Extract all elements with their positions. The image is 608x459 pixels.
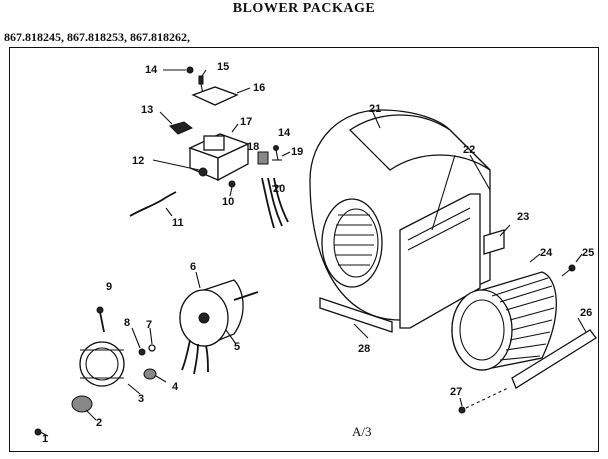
screw-1 — [34, 428, 49, 437]
wire-harness-20 — [261, 177, 289, 229]
callout-6: 6 — [190, 261, 196, 273]
callout-11: 11 — [172, 217, 184, 229]
switch-box-17 — [188, 123, 250, 182]
screw-14-right — [273, 145, 279, 161]
callout-3: 3 — [138, 393, 144, 405]
connector-18 — [257, 151, 269, 165]
callout-10: 10 — [222, 196, 234, 208]
diagram-title: BLOWER PACKAGE — [232, 1, 376, 16]
callout-18: 18 — [247, 141, 259, 153]
callout-14-right: 14 — [278, 127, 291, 139]
wire-11 — [129, 191, 177, 217]
callout-23: 23 — [517, 211, 529, 223]
callout-8: 8 — [124, 317, 130, 329]
callout-2: 2 — [96, 417, 102, 429]
callout-5: 5 — [234, 341, 240, 353]
callout-1: 1 — [42, 433, 48, 445]
frame-22 — [399, 154, 491, 329]
cut-off-plate-26 — [511, 317, 597, 389]
callout-26: 26 — [580, 307, 592, 319]
diagram-frame — [9, 47, 599, 452]
screw-10 — [228, 180, 236, 197]
grommet-2 — [71, 395, 97, 421]
callout-9: 9 — [106, 281, 112, 293]
screw-27 — [458, 387, 509, 414]
callout-28: 28 — [358, 343, 370, 355]
callout-15: 15 — [217, 61, 229, 73]
nut-8 — [131, 327, 146, 356]
set-screw-25 — [561, 253, 583, 277]
motor-5 — [179, 271, 259, 375]
callout-19: 19 — [291, 146, 303, 158]
clip-13 — [159, 111, 193, 135]
callout-16: 16 — [253, 82, 265, 94]
blower-wheel-24 — [451, 253, 557, 371]
callout-17: 17 — [240, 116, 252, 128]
terminal-19 — [272, 151, 291, 161]
callout-20: 20 — [273, 183, 285, 195]
rubber-mount-4 — [143, 368, 167, 383]
model-numbers: 867.818245, 867.818253, 867.818262, — [4, 30, 190, 44]
nut-12 — [152, 159, 208, 177]
callout-12: 12 — [132, 155, 144, 167]
callout-25: 25 — [582, 247, 594, 259]
cover-plate-16 — [191, 86, 251, 106]
bracket-23 — [483, 224, 511, 255]
motor-mount-ring-3 — [79, 341, 141, 395]
callout-4: 4 — [172, 381, 179, 393]
callout-13: 13 — [141, 104, 153, 116]
screw-14-top — [163, 66, 194, 74]
callout-24: 24 — [540, 247, 553, 259]
base-bracket-28 — [319, 297, 393, 339]
callout-14-top: 14 — [145, 64, 158, 76]
callout-27: 27 — [450, 386, 462, 398]
callout-21: 21 — [369, 103, 381, 115]
page-reference: A/3 — [352, 424, 372, 439]
callout-22: 22 — [463, 144, 475, 156]
callout-7: 7 — [146, 319, 152, 331]
washer-7 — [148, 327, 156, 352]
bolt-9 — [96, 306, 105, 333]
